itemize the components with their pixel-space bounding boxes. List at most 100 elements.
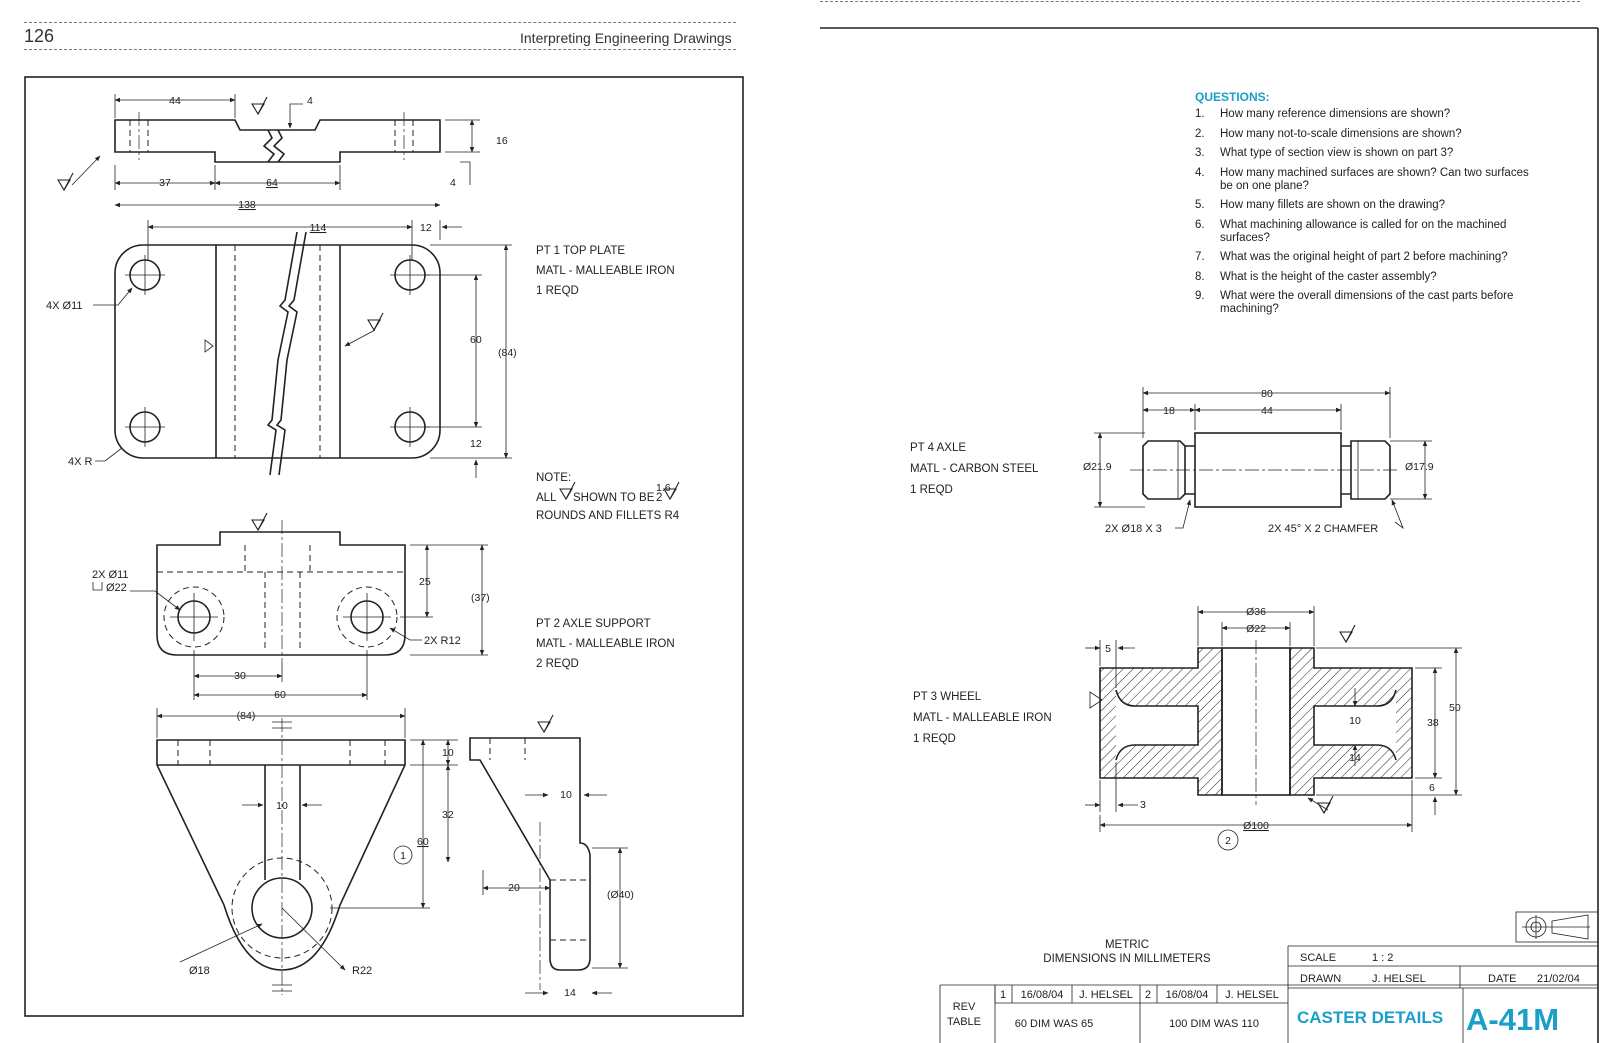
question-text: What is the height of the caster assembl… [1220,270,1437,283]
questions-heading: QUESTIONS: [1195,90,1270,104]
dim-text: 4 [307,95,313,107]
note-line1-b: SHOWN TO BE [573,492,655,504]
question-number: 4. [1195,166,1205,179]
question-item: 6.What machining allowance is called for… [1195,219,1540,245]
page-number: 126 [24,26,55,46]
question-number: 1. [1195,108,1205,120]
axle-support-side-dims: (84) 10 10 32 60 1 Ø18 R22 [156,708,458,977]
rev-label-2: TABLE [947,1016,981,1028]
pt1-material: MATL - MALLEABLE IRON [536,265,675,277]
questions-list: 1. How many reference dimensions are show… [1195,108,1540,323]
dim-text: 18 [1163,405,1175,417]
axle-dims: 80 18 44 Ø21.9 Ø17.9 2X Ø18 X 3 2X 45° X… [1083,387,1434,535]
pt1-qty: 1 REQD [536,285,579,297]
question-number: 9. [1195,290,1205,302]
drawn-value: J. HELSEL [1372,973,1426,985]
dim-text: 5 [1105,643,1111,655]
rev1-desc: 60 DIM WAS 65 [1015,1018,1093,1030]
question-number: 3. [1195,147,1205,159]
dim-text: 16 [496,135,508,147]
pt2-title: PT 2 AXLE SUPPORT [536,618,651,630]
dim-text: Ø21.9 [1083,461,1112,473]
dim-text: 114 [310,222,327,234]
note-heading: NOTE: [536,472,571,484]
pt4-qty: 1 REQD [910,484,953,496]
radius-note: 2X R12 [424,635,461,647]
question-number: 7. [1195,251,1205,263]
wheel-dims: Ø36 Ø22 5 10 14 38 50 6 3 Ø100 2 [1085,606,1462,851]
dim-text: 10 [1349,715,1361,727]
note-line2: ROUNDS AND FILLETS R4 [536,510,680,522]
drawing-title: CASTER DETAILS [1297,1008,1443,1027]
scale-label: SCALE [1300,952,1336,964]
balloon-label: 1 [400,850,406,862]
question-number: 5. [1195,199,1205,211]
header-bottom-rule [24,49,736,50]
dim-text: 20 [508,882,520,894]
dim-text: (37) [471,592,490,604]
dim-text: 30 [234,670,246,682]
dim-text: 32 [442,809,454,821]
right-sheet-border [820,27,1599,1043]
radius-note: 4X R [68,456,93,468]
counterbore-icon [92,582,103,591]
question-text: How many fillets are shown on the drawin… [1220,199,1446,211]
dim-text: 12 [420,222,432,234]
axle-note-right: 2X 45° X 2 CHAMFER [1268,523,1378,535]
dim-text: 6 [1429,782,1435,794]
left-sheet-border [24,76,744,1017]
question-number: 8. [1195,270,1205,283]
running-title: Interpreting Engineering Drawings [520,30,732,46]
scale-value: 1 : 2 [1372,952,1393,964]
dim-text: (84) [498,347,517,359]
pt2-qty: 2 REQD [536,658,579,670]
dim-text: 60 [417,836,429,848]
pt4-title: PT 4 AXLE [910,442,966,454]
question-item: 2.How many not-to-scale dimensions are s… [1195,128,1540,141]
question-text: How many reference dimensions are shown? [1220,108,1451,120]
question-item: 3.What type of section view is shown on … [1195,147,1540,160]
note-finish-allow: 2 [656,492,662,504]
axle-support-front-dims: 25 (37) 30 60 2X Ø11 Ø22 2X R12 [92,544,490,701]
drawing-number: A-41M [1466,1002,1559,1037]
question-item: 7.What was the original height of part 2… [1195,251,1540,264]
dim-text: 14 [564,987,576,999]
dim-text: Ø22 [1246,623,1266,635]
date-label: DATE [1488,973,1517,985]
hole-note: Ø22 [106,582,127,594]
hole-note: 4X Ø11 [46,300,83,312]
drawn-label: DRAWN [1300,973,1341,985]
dim-text: 14 [1349,752,1361,764]
dim-text: Ø100 [1243,820,1269,832]
axle-note-left: 2X Ø18 X 3 [1105,523,1162,535]
balloon-1 [393,845,413,865]
title-block [939,945,1598,1043]
axle-view [1130,432,1400,508]
dim-text: 37 [159,177,171,189]
wheel-section-view [1089,624,1413,814]
question-item: 4. How many machined surfaces are shown? … [1195,167,1540,193]
top-plate-edge-view [57,96,441,191]
dim-text: 4 [450,177,456,189]
radius-note: R22 [352,965,372,977]
note-finish-value: 1.6 [656,482,671,494]
dim-text: 50 [1449,702,1461,714]
axle-support-side-view [156,718,406,995]
question-item: 8. What is the height of the caster assem… [1195,271,1540,284]
rev1-date: 16/08/04 [1021,989,1064,1001]
dim-text: 60 [470,334,482,346]
projection-symbol-icon [1515,911,1599,943]
question-number: 2. [1195,127,1205,140]
date-value: 21/02/04 [1537,973,1580,985]
dim-text: 10 [560,789,572,801]
units-line1: METRIC [1105,939,1149,951]
question-text: How many machined surfaces are shown? Ca… [1220,166,1529,192]
axle-support-end-view [469,714,591,990]
rev-label-1: REV [953,1001,976,1013]
units-line2: DIMENSIONS IN MILLIMETERS [1043,953,1211,965]
rev2-no: 2 [1145,989,1151,1001]
balloon-label: 2 [1225,835,1231,847]
dim-text: 10 [442,747,454,759]
rev1-by: J. HELSEL [1079,989,1133,1001]
